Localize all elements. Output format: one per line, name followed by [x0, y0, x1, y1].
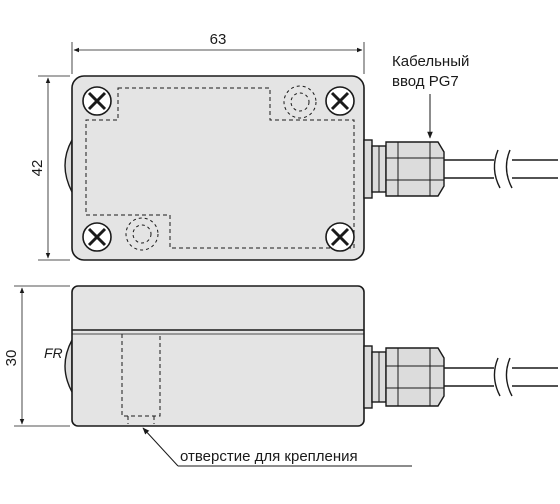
- side-cable: [444, 357, 558, 397]
- cable-gland-label-line2: ввод PG7: [392, 73, 459, 90]
- cable-gland-label-line1: Кабельный: [392, 53, 469, 70]
- side-cable-gland: [363, 345, 445, 409]
- top-view: 63 42 Кабельный ввод PG7: [29, 31, 558, 261]
- cable-gland-callout: Кабельный ввод PG7: [392, 53, 469, 139]
- side-view: 30 FR отверстие для крепления: [3, 285, 558, 467]
- top-left-bump: [64, 137, 73, 193]
- mounting-hole-callout: отверстие для крепления: [142, 427, 412, 467]
- screw-icon: [82, 222, 112, 252]
- screw-icon: [82, 86, 112, 116]
- screw-icon: [325, 86, 355, 116]
- side-hidden-bore: [121, 334, 161, 424]
- top-cable: [444, 149, 558, 189]
- side-body: [71, 285, 365, 427]
- dimension-height: 42: [29, 75, 70, 261]
- top-cable-gland: [363, 139, 445, 199]
- top-body: [71, 75, 365, 261]
- dimension-width: 63: [71, 31, 365, 74]
- screw-icon: [325, 222, 355, 252]
- side-left-bump: [64, 339, 73, 393]
- top-hidden-hole-1: [283, 85, 317, 119]
- fr-label: FR: [44, 345, 63, 361]
- mounting-hole-label: отверстие для крепления: [180, 448, 358, 465]
- dimension-width-label: 63: [210, 31, 227, 48]
- dimension-depth-label: 30: [3, 350, 20, 367]
- dimension-depth: 30: [3, 285, 70, 427]
- top-hidden-hole-2: [125, 217, 159, 251]
- dimension-height-label: 42: [29, 160, 46, 177]
